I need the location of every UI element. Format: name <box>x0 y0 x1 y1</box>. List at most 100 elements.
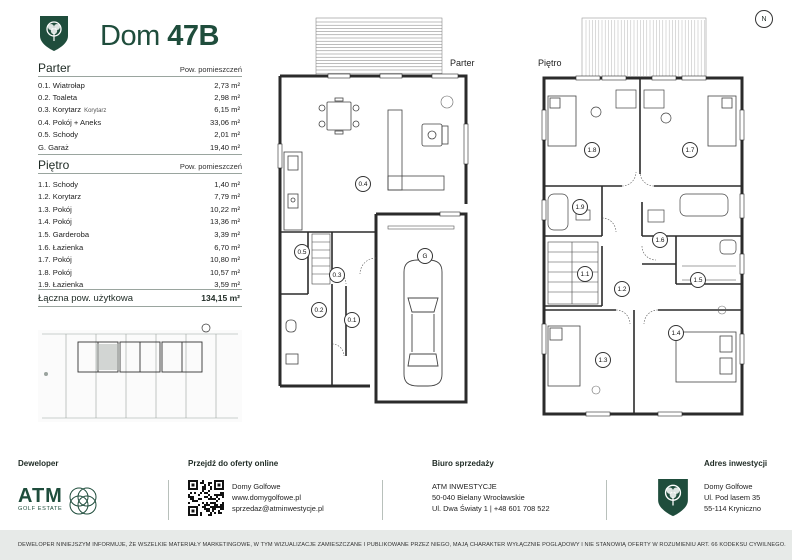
parter-col-header: Pow. pomieszczeń <box>179 65 242 74</box>
room-label-circle[interactable]: 1.9 <box>572 199 588 215</box>
room-row: 0.4. Pokój + Aneks 33,06 m² <box>38 116 240 128</box>
room-name: 0.1. Wiatrołap <box>38 81 85 90</box>
online-name: Domy Golfowe <box>232 482 281 491</box>
total-area-row: Łączna pow. użytkowa 134,15 m² <box>38 293 240 304</box>
total-label: Łączna pow. użytkowa <box>38 293 134 304</box>
parter-heading: Parter <box>38 61 71 75</box>
divider <box>38 289 242 290</box>
page-title: Dom 47B <box>100 20 219 52</box>
room-label-circle[interactable]: 1.3 <box>595 352 611 368</box>
room-row: 1.4. Pokój 13,36 m² <box>38 216 240 228</box>
room-label-circle[interactable]: 1.2 <box>614 281 630 297</box>
selected-unit-highlight <box>96 344 120 370</box>
room-name: 1.6. Łazienka <box>38 242 84 252</box>
room-area: 2,01 m² <box>214 130 240 140</box>
room-label-circle[interactable]: 1.8 <box>584 142 600 158</box>
qr-code-icon[interactable] <box>188 480 224 516</box>
room-area: 33,06 m² <box>210 117 240 127</box>
room-label-circle[interactable]: 0.5 <box>294 244 310 260</box>
sales-company: ATM INWESTYCJE <box>432 482 497 491</box>
room-name: 1.3. Pokój <box>38 204 72 214</box>
sales-city: 50-040 Bielany Wrocławskie <box>432 493 525 502</box>
room-name: 1.4. Pokój <box>38 217 72 227</box>
room-area: 2,98 m² <box>214 92 240 102</box>
room-name: 1.9. Łazienka <box>38 280 84 290</box>
room-name: 1.1. Schody <box>38 179 79 189</box>
room-name: 1.7. Pokój <box>38 255 72 265</box>
room-row: 1.1. Schody 1,40 m² <box>38 178 240 190</box>
sales-street-phone[interactable]: Ul. Dwa Światy 1 | +48 601 708 522 <box>432 504 550 513</box>
room-name: 1.5. Garderoba <box>38 229 90 239</box>
website-link[interactable]: www.domygolfowe.pl <box>232 493 302 502</box>
investment-name: Domy Golfowe <box>704 482 753 491</box>
divider <box>38 173 242 174</box>
room-area: 10,80 m² <box>210 255 240 265</box>
investment-city: 55-114 Kryniczno <box>704 504 761 513</box>
car-drawing <box>403 259 443 387</box>
room-name: 1.2. Korytarz <box>38 192 82 202</box>
room-row: G. Garaż 19,40 m² <box>38 141 240 153</box>
room-label-circle[interactable]: G <box>417 248 433 264</box>
room-area: 6,70 m² <box>214 242 240 252</box>
domy-golfowe-footer-logo <box>658 478 688 517</box>
divider <box>38 154 242 155</box>
atm-logo: ATM GOLF ESTATE <box>18 485 63 512</box>
pietro-plan-label: Piętro <box>538 58 562 68</box>
parter-heading-row: Parter Pow. pomieszczeń <box>38 61 242 75</box>
room-name-text: 0.2. Toaleta <box>38 92 78 102</box>
room-name: 0.2. Toaleta <box>38 93 77 102</box>
room-row: 1.6. Łazienka 6,70 m² <box>38 241 240 253</box>
pietro-col-header: Pow. pomieszczeń <box>179 162 242 171</box>
first-floor-plan <box>541 17 745 417</box>
email-link[interactable]: sprzedaz@atminwestycje.pl <box>232 504 324 513</box>
room-label-circle[interactable]: 0.3 <box>329 267 345 283</box>
sales-office-title: Biuro sprzedaży <box>432 459 494 468</box>
room-area: 1,40 m² <box>214 179 240 189</box>
north-arrow-icon: N <box>755 10 773 28</box>
room-name-text: 0.4. Pokój + Aneks <box>38 117 102 127</box>
room-label-circle[interactable]: 0.2 <box>311 302 327 318</box>
room-name: 0.5. Schody <box>38 130 78 139</box>
room-row: 1.9. Łazienka 3,59 m² <box>38 279 240 291</box>
parter-plan-label: Parter <box>450 58 475 68</box>
domy-golfowe-shield-logo <box>40 16 68 51</box>
ground-floor-plan <box>277 17 469 404</box>
room-name-text: 0.3. Korytarz <box>38 105 82 115</box>
room-name-text: G. Garaż <box>38 142 69 152</box>
room-label-circle[interactable]: 0.1 <box>344 312 360 328</box>
pietro-heading: Piętro <box>38 158 70 172</box>
investment-street: Ul. Pod lasem 35 <box>704 493 761 502</box>
divider <box>606 480 607 520</box>
room-label-circle[interactable]: 1.5 <box>690 272 706 288</box>
room-name-text: 0.1. Wiatrołap <box>38 80 85 90</box>
site-plan <box>38 323 242 422</box>
room-row: 1.7. Pokój 10,80 m² <box>38 254 240 266</box>
room-label-circle[interactable]: 1.6 <box>652 232 668 248</box>
divider <box>38 76 242 77</box>
room-name: G. Garaż <box>38 143 69 152</box>
room-name: 1.8. Pokój <box>38 267 72 277</box>
room-area: 13,36 m² <box>210 217 240 227</box>
room-area: 19,40 m² <box>210 142 240 152</box>
room-row: 0.2. Toaleta 2,98 m² <box>38 91 240 103</box>
room-label-circle[interactable]: 1.4 <box>668 325 684 341</box>
room-row: 0.5. Schody 2,01 m² <box>38 129 240 141</box>
divider <box>382 480 383 520</box>
legal-disclaimer: DEWELOPER NINIEJSZYM INFORMUJE, ŻE WSZEL… <box>0 530 792 560</box>
room-label-circle[interactable]: 1.1 <box>577 266 593 282</box>
divider <box>38 306 242 307</box>
room-area: 2,73 m² <box>214 80 240 90</box>
room-label-circle[interactable]: 1.7 <box>682 142 698 158</box>
room-row: 0.1. Wiatrołap 2,73 m² <box>38 79 240 91</box>
pietro-heading-row: Piętro Pow. pomieszczeń <box>38 158 242 172</box>
divider <box>168 480 169 520</box>
room-label-circle[interactable]: 0.4 <box>355 176 371 192</box>
total-value: 134,15 m² <box>201 293 240 303</box>
room-area: 3,59 m² <box>214 280 240 290</box>
